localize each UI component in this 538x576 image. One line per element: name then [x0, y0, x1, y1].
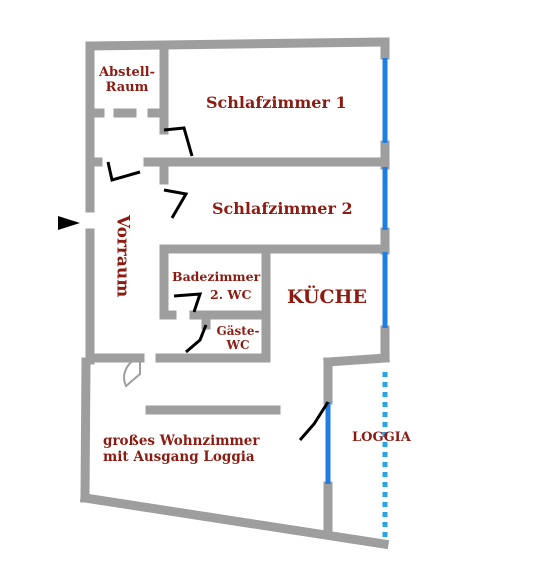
storage-label-line2: Raum [105, 79, 149, 95]
walls [79, 37, 390, 550]
room-label-bedroom1: Schlafzimmer 1 [206, 93, 347, 112]
room-label-bedroom2: Schlafzimmer 2 [212, 199, 353, 218]
wall-kitchen-loggia [323, 353, 390, 367]
room-label-living: großes Wohnzimmer mit Ausgang Loggia [103, 433, 260, 465]
room-label-bathroom: Badezimmer 2. WC [168, 269, 268, 303]
doors [106, 126, 330, 441]
room-label-hallway: Vorraum [112, 215, 133, 298]
storage-label-line1: Abstell- [98, 65, 156, 80]
room-label-kitchen: KÜCHE [287, 286, 367, 308]
wall-left-living [80, 357, 91, 503]
room-label-storage: Abstell- Raum [92, 65, 162, 96]
guest-wc-label-line1: Gäste- [216, 324, 260, 338]
door-guest-wc [185, 324, 208, 354]
door-bedroom2 [163, 188, 189, 219]
guest-wc-label-line2: WC [226, 337, 250, 352]
door-bedroom1 [163, 126, 194, 157]
entrance-arrow-icon [58, 216, 80, 230]
door-hall-storage [106, 161, 141, 182]
living-label-line1: großes Wohnzimmer [103, 433, 260, 449]
door-bathroom [173, 292, 203, 313]
room-label-loggia: LOGGIA [352, 430, 411, 445]
bathroom-label-line1: Badezimmer [172, 269, 261, 284]
wall-top [85, 37, 390, 51]
bathroom-label-line2: 2. WC [210, 287, 252, 303]
door-living-loggia [298, 401, 330, 441]
wall-bottom [79, 492, 390, 550]
room-label-guest-wc: Gäste- WC [210, 324, 266, 353]
living-label-line2: mit Ausgang Loggia [103, 448, 255, 465]
windows [325, 58, 388, 540]
door-swing-living [123, 356, 141, 388]
